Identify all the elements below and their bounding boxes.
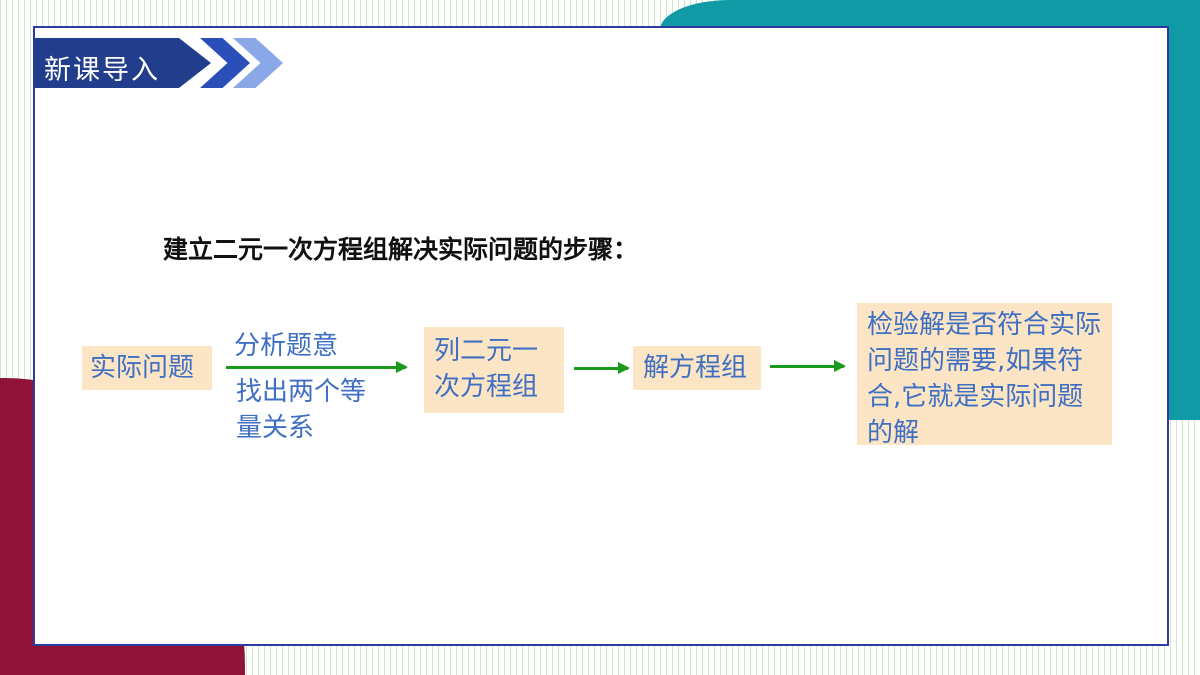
page-heading: 建立二元一次方程组解决实际问题的步骤： [163, 235, 639, 264]
step-verify: 检验解是否符合实际问题的需要,如果符合,它就是实际问题的解 [857, 303, 1112, 448]
step-set-equations: 列二元一次方程组 [424, 327, 564, 413]
step-solve: 解方程组 [633, 346, 761, 390]
arrow-right-icon [574, 362, 630, 374]
step-real-problem: 实际问题 [82, 346, 212, 390]
section-tab-title: 新课导入 [44, 55, 160, 86]
section-tab [33, 38, 211, 88]
label-analyze: 分析题意 [234, 331, 339, 361]
arrow-right-icon [770, 360, 846, 372]
label-find-relations: 找出两个等量关系 [236, 377, 367, 443]
arrow-right-icon [226, 361, 408, 373]
